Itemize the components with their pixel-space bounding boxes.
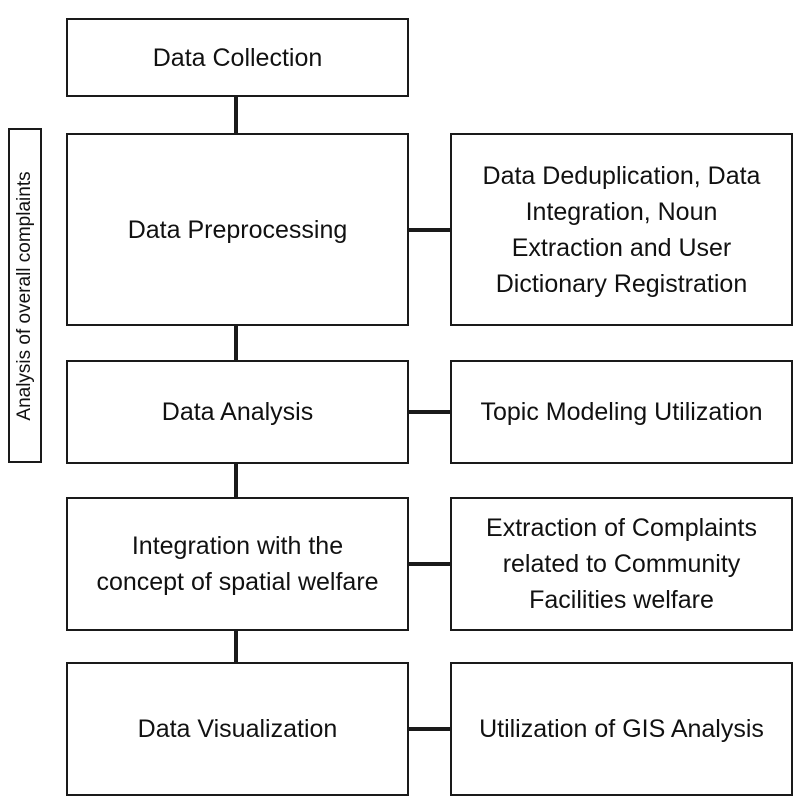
step-data-visualization: Data Visualization [66,662,409,796]
step-data-collection-label: Data Collection [152,43,323,72]
detail-visualization: Utilization of GIS Analysis [450,662,793,796]
connector-collection-preprocessing [234,97,238,133]
step-data-preprocessing-label: Data Preprocessing [127,215,348,244]
step-integration-label: Integration with the concept of spatial … [96,532,379,596]
step-data-analysis-label: Data Analysis [161,398,314,426]
side-label-box: Analysis of overall complaints [8,128,42,463]
connector-preprocessing-detail [409,228,450,232]
detail-preprocessing: Data Deduplication, Data Integration, No… [450,133,793,326]
detail-integration-label: Extraction of Complaints related to Comm… [486,514,757,614]
detail-analysis-label: Topic Modeling Utilization [480,398,763,426]
step-integration: Integration with the concept of spatial … [66,497,409,631]
detail-analysis: Topic Modeling Utilization [450,360,793,464]
connector-visualization-detail [409,727,450,731]
connector-analysis-detail [409,410,450,414]
step-data-analysis: Data Analysis [66,360,409,464]
connector-integration-visualization [234,631,238,662]
detail-visualization-label: Utilization of GIS Analysis [479,715,764,743]
side-label-text: Analysis of overall complaints [14,170,35,421]
connector-integration-detail [409,562,450,566]
connector-analysis-integration [234,464,238,497]
detail-integration: Extraction of Complaints related to Comm… [450,497,793,631]
step-data-preprocessing: Data Preprocessing [66,133,409,326]
step-data-collection: Data Collection [66,18,409,97]
detail-preprocessing-label: Data Deduplication, Data Integration, No… [482,161,761,298]
connector-preprocessing-analysis [234,326,238,360]
step-data-visualization-label: Data Visualization [137,715,338,743]
